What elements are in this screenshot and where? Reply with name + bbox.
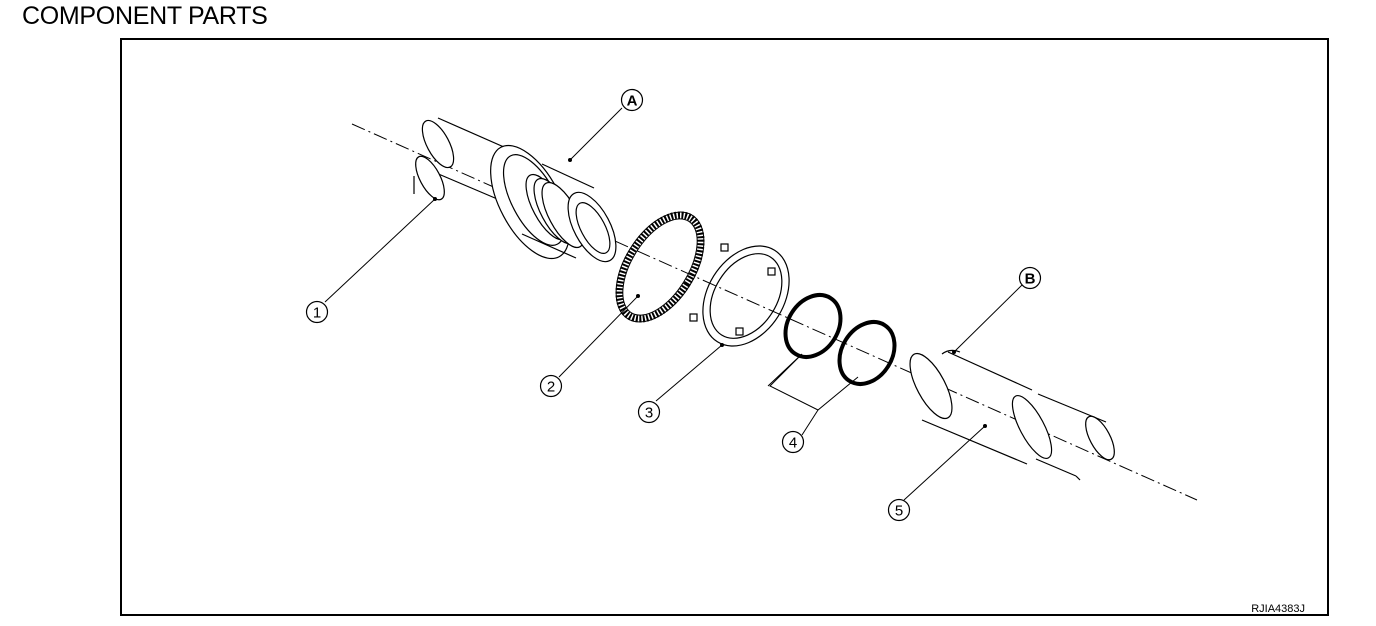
callout-1-label: 1 [313, 305, 321, 322]
center-axis-line [351, 123, 1198, 501]
leader-dots [433, 158, 987, 428]
callout-1: 1 [305, 300, 329, 324]
callout-5-label: 5 [895, 503, 903, 520]
callout-4-label: 4 [789, 435, 797, 452]
figure-code: RJIA4383J [1251, 603, 1305, 615]
callout-2: 2 [539, 374, 563, 398]
callout-a: A [620, 88, 644, 112]
callout-a-label: A [627, 93, 638, 110]
callout-3-label: 3 [645, 405, 653, 422]
callout-5: 5 [887, 498, 911, 522]
callout-b: B [1018, 266, 1042, 290]
part-2-toothed-ring [615, 211, 705, 323]
callout-3: 3 [637, 400, 661, 424]
part-1-shaft [413, 117, 617, 263]
exploded-view-diagram: 1 2 3 4 5 A B RJIA4383J [305, 88, 1305, 615]
figure-frame: 1 2 3 4 5 A B RJIA4383J [120, 38, 1329, 616]
callout-4: 4 [781, 430, 805, 454]
leader-lines [324, 107, 1023, 501]
callout-2-label: 2 [547, 379, 555, 396]
callout-b-label: B [1025, 271, 1036, 288]
part-3-thrust-washer [689, 243, 790, 347]
part-4-o-rings [783, 293, 897, 386]
page-title: COMPONENT PARTS [22, 2, 268, 30]
part-5-output-shaft [909, 349, 1115, 481]
